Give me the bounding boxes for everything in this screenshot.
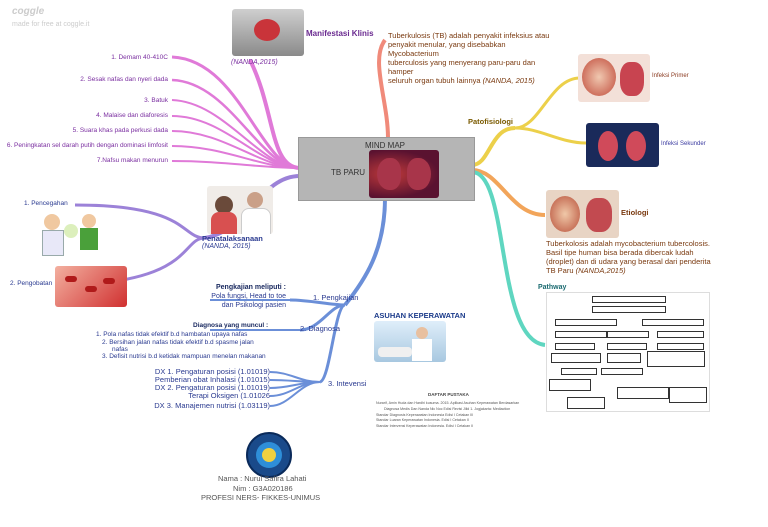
daftar-pustaka-title: DAFTAR PUSTAKA xyxy=(428,392,469,397)
branch-patofisiologi xyxy=(471,126,516,167)
manifestasi-source: (NANDA,2015) xyxy=(231,59,278,66)
pengkajian-label: 1. Pengkajian xyxy=(313,293,359,302)
intervensi-item-3: DX 2. Pengaturan posisi (1.01019) xyxy=(154,383,270,392)
asuhan-image xyxy=(374,321,446,362)
intervensi-label: 3. Intevensi xyxy=(328,379,367,388)
pathway-title: Pathway xyxy=(538,284,567,291)
patofisiologi-title: Patofisiologi xyxy=(468,117,513,126)
manifestasi-item-2: 2. Sesak nafas dan nyeri dada xyxy=(80,76,168,83)
intervensi-item-4: Terapi Oksigen (1.01026 xyxy=(188,391,270,400)
diagnosa-label: 2. Diagnosa xyxy=(300,324,341,333)
manifestasi-item-1: 1. Demam 40-410C xyxy=(111,54,168,61)
diagnosa-item-1: 1. Pola nafas tidak efektif b.d hambatan… xyxy=(96,331,248,338)
infeksi-primer-label: Infeksi Primer xyxy=(652,73,689,79)
pengkajian-line2: dan Psikologi pasien xyxy=(221,302,286,309)
center-node[interactable]: MIND MAP TB PARU xyxy=(298,137,475,201)
etiologi-title: Etiologi xyxy=(621,208,649,217)
pengobatan-label: 2. Pengobatan xyxy=(10,280,53,287)
penatalaksanaan-title: Penatalaksanaan xyxy=(202,234,263,243)
asuhan-title: ASUHAN KEPERAWATAN xyxy=(374,311,466,320)
author-prodi: PROFESI NERS- FIKKES-UNIMUS xyxy=(201,493,321,502)
manifestasi-item-3: 3. Batuk xyxy=(144,97,168,104)
diagnosa-item-2b: nafas xyxy=(112,346,128,353)
infeksi-sekunder-label: Infeksi Sekunder xyxy=(661,141,706,147)
author-nim: Nim : G3A020186 xyxy=(233,484,293,493)
university-logo xyxy=(246,432,292,478)
daftar-pustaka-list: Nurarif, Amin Huda dan Hardhi kusuma. 20… xyxy=(376,401,520,428)
manifestasi-title: Manifestasi Klinis xyxy=(306,29,374,38)
branch-asuhan xyxy=(343,197,387,307)
lungs-image xyxy=(369,150,439,198)
intervensi-item-1: DX 1. Pengaturan posisi (1.01019) xyxy=(154,367,270,376)
author-name: Nama : Nurul Safira Lahati xyxy=(218,474,307,483)
intervensi-item-2: Pemberian obat Inhalasi (1.01015) xyxy=(154,375,270,384)
pengobatan-image xyxy=(55,266,127,307)
infeksi-sekunder-image xyxy=(586,123,659,167)
etiologi-text: Tuberkolosis adalah mycobacterium tuberc… xyxy=(546,239,711,275)
manifestasi-item-5: 5. Suara khas pada perkusi dada xyxy=(72,127,168,134)
branch-definisi xyxy=(377,38,390,139)
coggle-logo[interactable]: coggle xyxy=(12,6,45,17)
pencegahan-image xyxy=(38,208,106,260)
diagnosa-item-2: 2. Bersihan jalan nafas tidak efektif b.… xyxy=(102,339,254,346)
intervensi-item-5: DX 3. Manajemen nutrisi (1.03119) xyxy=(154,401,270,410)
manifestasi-item-6: 6. Peningkatan sel darah putih dengan do… xyxy=(6,142,168,149)
center-title: MIND MAP xyxy=(365,141,405,150)
pengkajian-head: Pengkajian meliputi : xyxy=(215,284,286,291)
definisi-text: Tuberkulosis (TB) adalah penyakit infeks… xyxy=(388,31,550,85)
center-subtitle: TB PARU xyxy=(331,168,366,177)
etiologi-image xyxy=(546,190,619,238)
penatalaksanaan-source: (NANDA, 2015) xyxy=(202,243,251,250)
manifestasi-item-4: 4. Malaise dan diaforesis xyxy=(96,112,168,119)
chest-pain-image xyxy=(232,9,304,56)
branch-pathway xyxy=(471,170,546,347)
pencegahan-label: 1. Pencegahan xyxy=(24,200,68,207)
diagnosa-head: Diagnosa yang muncul : xyxy=(193,322,269,329)
coggle-tagline[interactable]: made for free at coggle.it xyxy=(12,21,90,28)
infeksi-primer-image xyxy=(578,54,650,102)
pengkajian-line1: Pola fungsi, Head to toe xyxy=(211,293,286,300)
branch-etiologi xyxy=(471,168,546,217)
manifestasi-item-7: 7.Nafsu makan menurun xyxy=(96,157,168,164)
pathway-flowchart xyxy=(546,292,710,412)
penatalaksanaan-image xyxy=(207,186,273,234)
diagnosa-item-3: 3. Defisit nutrisi b.d ketidak mampuan m… xyxy=(102,353,266,360)
